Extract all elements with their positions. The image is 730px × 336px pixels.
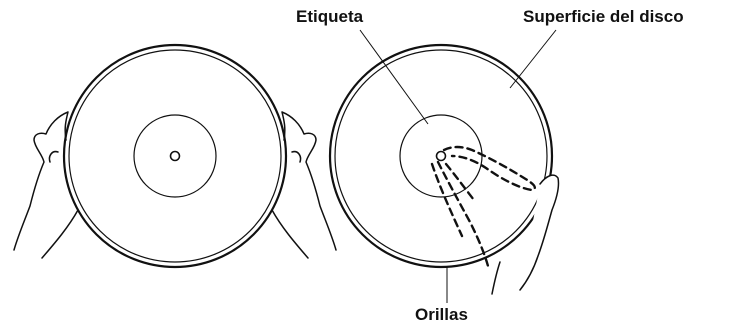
right-thumb-on-edge (520, 175, 559, 290)
right-disc-label-area (400, 115, 482, 197)
label-etiqueta: Etiqueta (296, 8, 363, 25)
hidden-finger-path-2 (446, 164, 474, 200)
right-hand-wrist (492, 262, 500, 294)
left-disc-inner-edge (69, 50, 281, 262)
hidden-finger-on-hole (444, 147, 535, 190)
left-disc-label-area (134, 115, 216, 197)
leader-line-superficie (510, 30, 556, 88)
label-superficie-del-disco: Superficie del disco (523, 8, 684, 25)
right-disc-outer-edge (330, 45, 552, 267)
left-disc-center-hole (171, 152, 180, 161)
label-orillas: Orillas (415, 306, 468, 323)
right-disc-center-hole (437, 152, 446, 161)
right-disc-held-by-center (330, 30, 559, 303)
hidden-finger-path-1 (438, 162, 488, 266)
left-disc-outer-edge (64, 45, 286, 267)
left-disc-held-by-edges (14, 45, 336, 267)
